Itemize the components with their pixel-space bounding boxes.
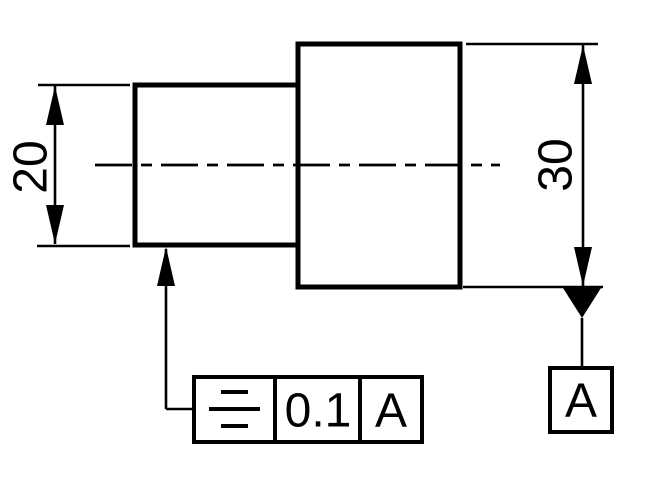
- feature-control-frame: [192, 375, 424, 444]
- datum-triangle-icon: [563, 288, 601, 318]
- datum-box: [548, 366, 614, 434]
- fcf-leader-arrow-icon: [157, 247, 175, 286]
- dim-30-arrow-down-icon: [574, 247, 592, 286]
- symmetry-symbol-icon: [209, 390, 260, 428]
- dim-20-arrow-up-icon: [46, 86, 64, 125]
- dim-30-label: 30: [530, 138, 583, 191]
- fcf-datum-reference-label: A: [375, 385, 407, 438]
- fcf-tolerance-label: 0.1: [285, 385, 352, 438]
- dim-20-arrow-down-icon: [46, 205, 64, 244]
- dim-20-label: 20: [5, 140, 58, 193]
- datum-label: A: [565, 375, 597, 428]
- dim-30-arrow-up-icon: [574, 45, 592, 84]
